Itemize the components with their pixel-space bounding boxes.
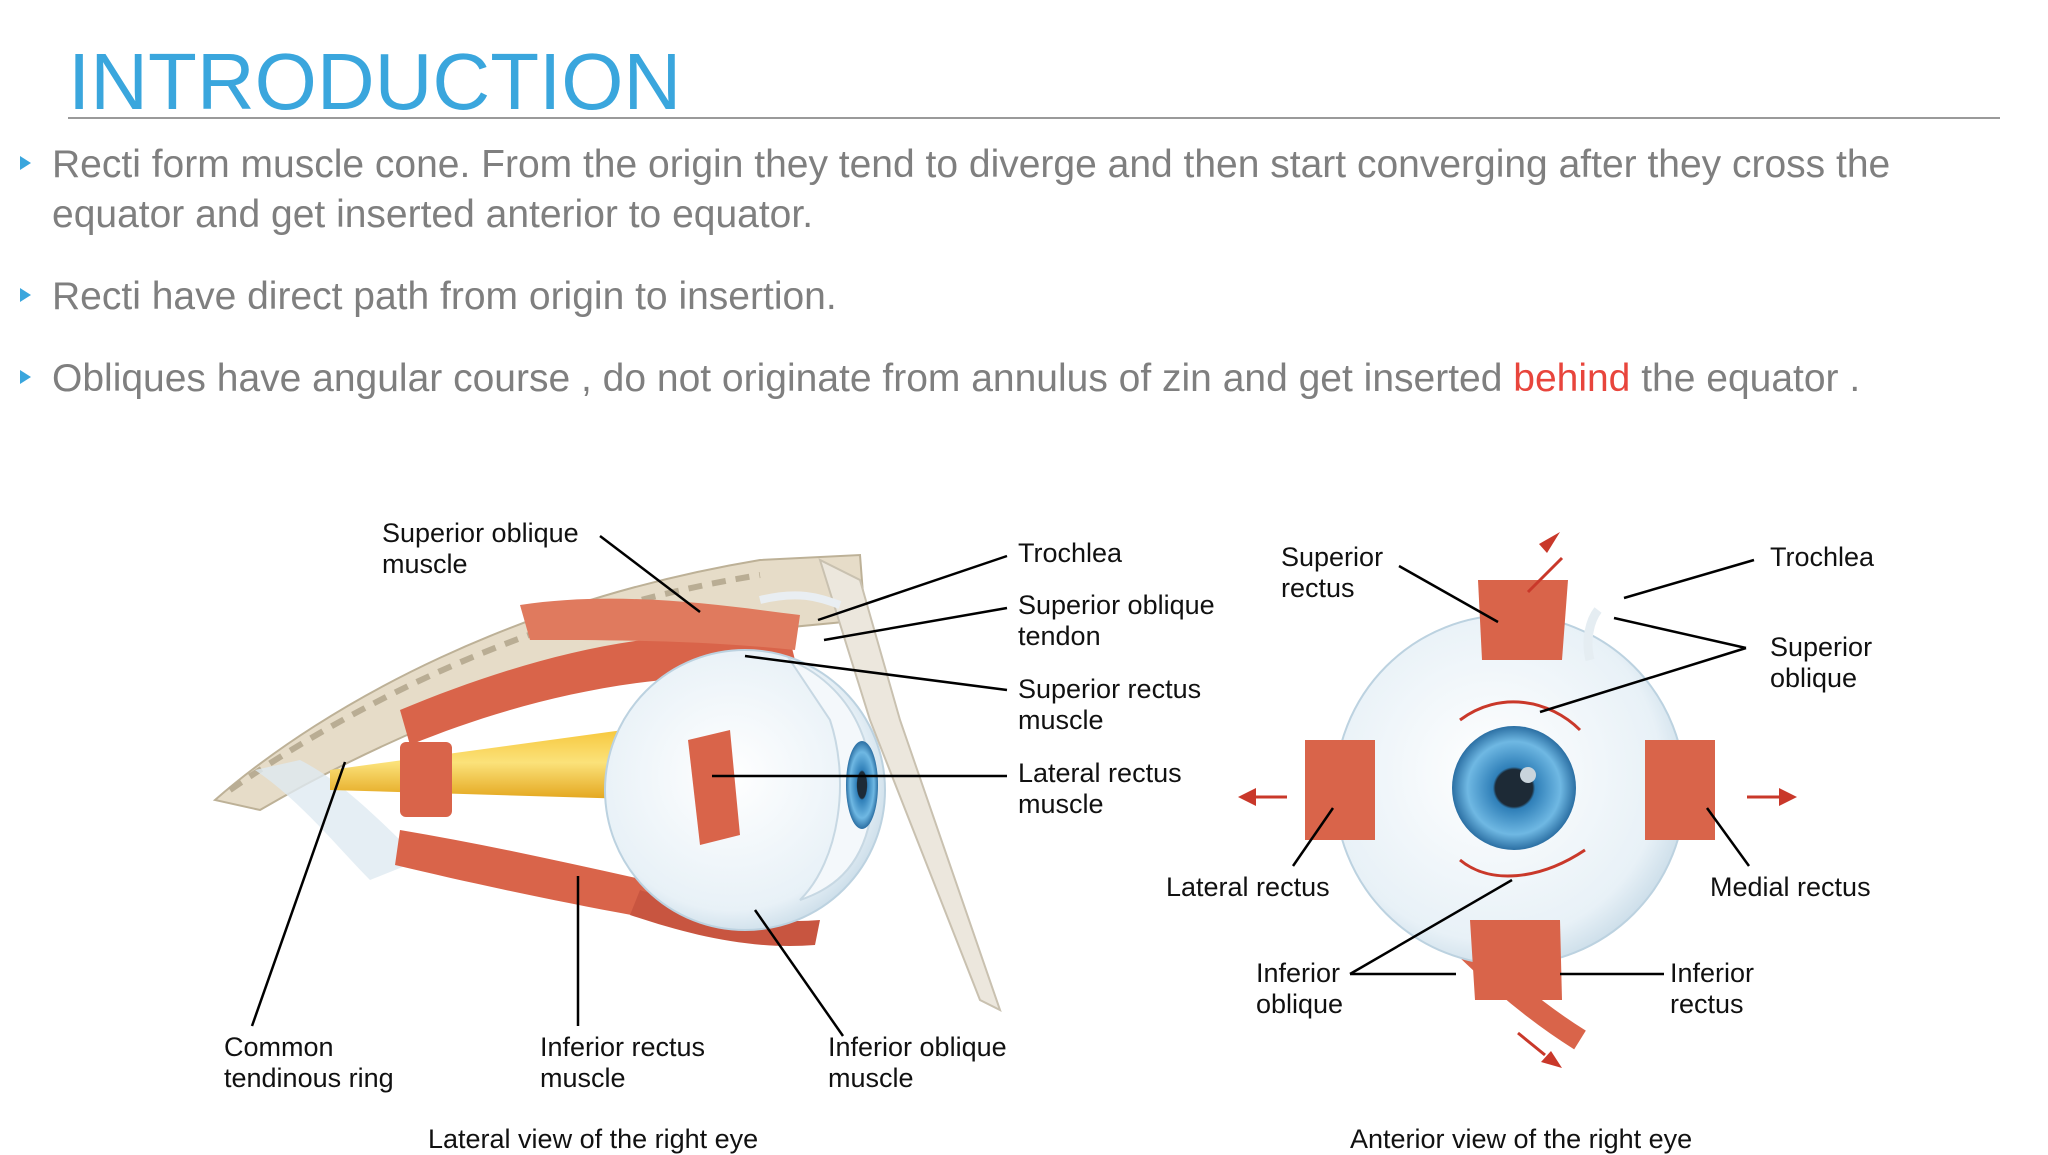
label-superior-rectus: Superior rectus bbox=[1281, 542, 1384, 603]
bullet-text: Recti have direct path from origin to in… bbox=[52, 275, 837, 318]
label-common-tendinous-ring: Common tendinous ring bbox=[224, 1032, 394, 1093]
bullet-item: Recti form muscle cone. From the origin … bbox=[20, 140, 2010, 240]
leader-lines bbox=[250, 535, 1755, 1037]
label-inferior-rectus-muscle: Inferior rectus muscle bbox=[540, 1032, 706, 1093]
bullet-item: Obliques have angular course , do not or… bbox=[20, 354, 2010, 404]
label-trochlea-anterior: Trochlea bbox=[1770, 542, 1875, 572]
label-inferior-oblique: Inferior oblique bbox=[1256, 958, 1344, 1019]
bullet-arrow-icon bbox=[20, 156, 31, 170]
title-divider bbox=[68, 117, 2000, 119]
label-medial-rectus: Medial rectus bbox=[1710, 872, 1871, 902]
label-superior-oblique: Superior oblique bbox=[1770, 632, 1873, 693]
label-superior-oblique-muscle: Superior oblique muscle bbox=[382, 518, 579, 579]
label-lateral-rectus-muscle: Lateral rectus muscle bbox=[1018, 758, 1182, 819]
bullet-text: Obliques have angular course , do not or… bbox=[52, 357, 1514, 400]
bullet-arrow-icon bbox=[20, 288, 31, 302]
bullet-item: Recti have direct path from origin to in… bbox=[20, 272, 2010, 322]
bullet-text-end: the equator . bbox=[1630, 357, 1861, 400]
label-superior-rectus-muscle: Superior rectus muscle bbox=[1018, 674, 1202, 735]
label-trochlea: Trochlea bbox=[1018, 538, 1123, 568]
caption-anterior-view: Anterior view of the right eye bbox=[1350, 1124, 1693, 1154]
bullet-text: Recti form muscle cone. From the origin … bbox=[52, 143, 1891, 236]
bullet-list: Recti form muscle cone. From the origin … bbox=[20, 140, 2010, 436]
label-lateral-rectus: Lateral rectus bbox=[1166, 872, 1330, 902]
bullet-arrow-icon bbox=[20, 370, 31, 384]
slide-title: INTRODUCTION bbox=[68, 37, 682, 126]
anterior-view bbox=[1238, 532, 1797, 1068]
label-inferior-oblique-muscle: Inferior oblique muscle bbox=[828, 1032, 1007, 1093]
bullet-highlight: behind bbox=[1513, 357, 1631, 400]
label-superior-oblique-tendon: Superior oblique tendon bbox=[1018, 590, 1215, 651]
lateral-view bbox=[212, 553, 1002, 1012]
label-inferior-rectus: Inferior rectus bbox=[1670, 958, 1755, 1019]
caption-lateral-view: Lateral view of the right eye bbox=[428, 1124, 759, 1154]
